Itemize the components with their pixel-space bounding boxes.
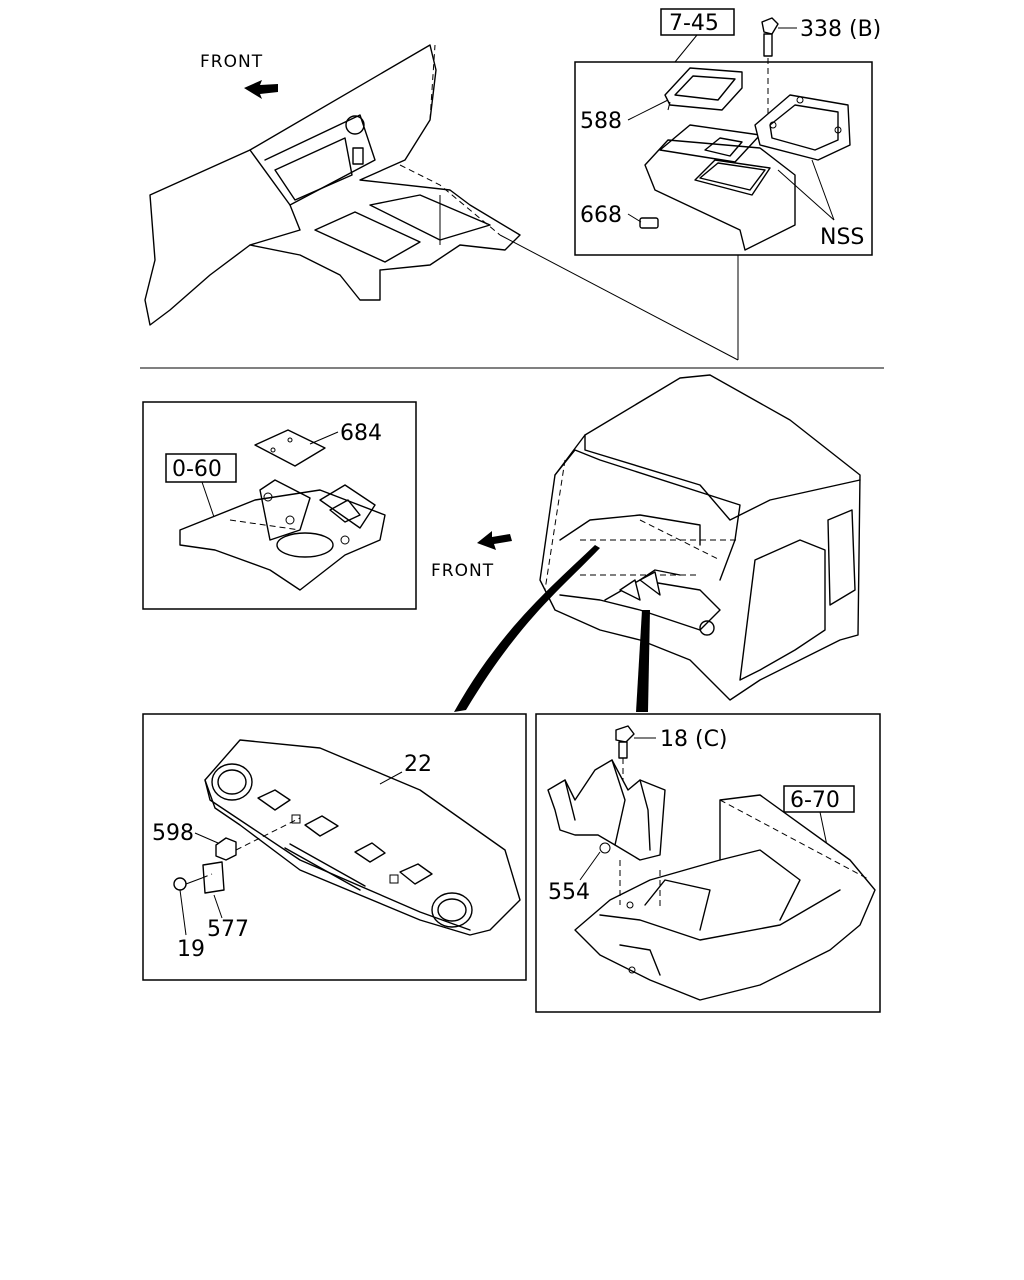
box-7-45: 7-45 588 668 NSS (499, 8, 873, 361)
box-instrument-panel: 22 598 577 19 (142, 713, 527, 981)
truck-cab-drawing (539, 374, 861, 701)
ref-badge-6-70 (783, 785, 855, 813)
front-label-top: FRONT (200, 52, 263, 72)
part-668: 668 (580, 203, 622, 228)
dashboard-console-drawing (144, 44, 521, 326)
pointer-right (636, 610, 650, 712)
box-0-60: 0-60 684 (142, 401, 417, 610)
part-554: 554 (548, 880, 590, 905)
front-arrow-middle: FRONT (431, 531, 512, 581)
part-nss: NSS (820, 225, 864, 250)
ref-7-45-text: 7-45 (669, 11, 719, 36)
part-22: 22 (404, 752, 432, 777)
pointer-left (454, 545, 600, 712)
bolt-338: 338 (B) (761, 17, 881, 118)
ref-6-70-text: 6-70 (790, 788, 840, 813)
front-label-middle: FRONT (431, 561, 494, 581)
ref-badge-7-45 (660, 8, 735, 36)
part-18: 18 (C) (660, 727, 728, 752)
box-floor-bracket: 6-70 18 (C) 554 (535, 713, 881, 1013)
ref-badge-0-60 (165, 453, 237, 483)
ref-0-60-text: 0-60 (172, 457, 222, 482)
part-588: 588 (580, 109, 622, 134)
part-684: 684 (340, 421, 382, 446)
part-577: 577 (207, 917, 249, 942)
part-19: 19 (177, 937, 205, 962)
front-arrow-top: FRONT (200, 52, 278, 99)
part-598: 598 (152, 821, 194, 846)
part-338: 338 (B) (800, 17, 881, 42)
